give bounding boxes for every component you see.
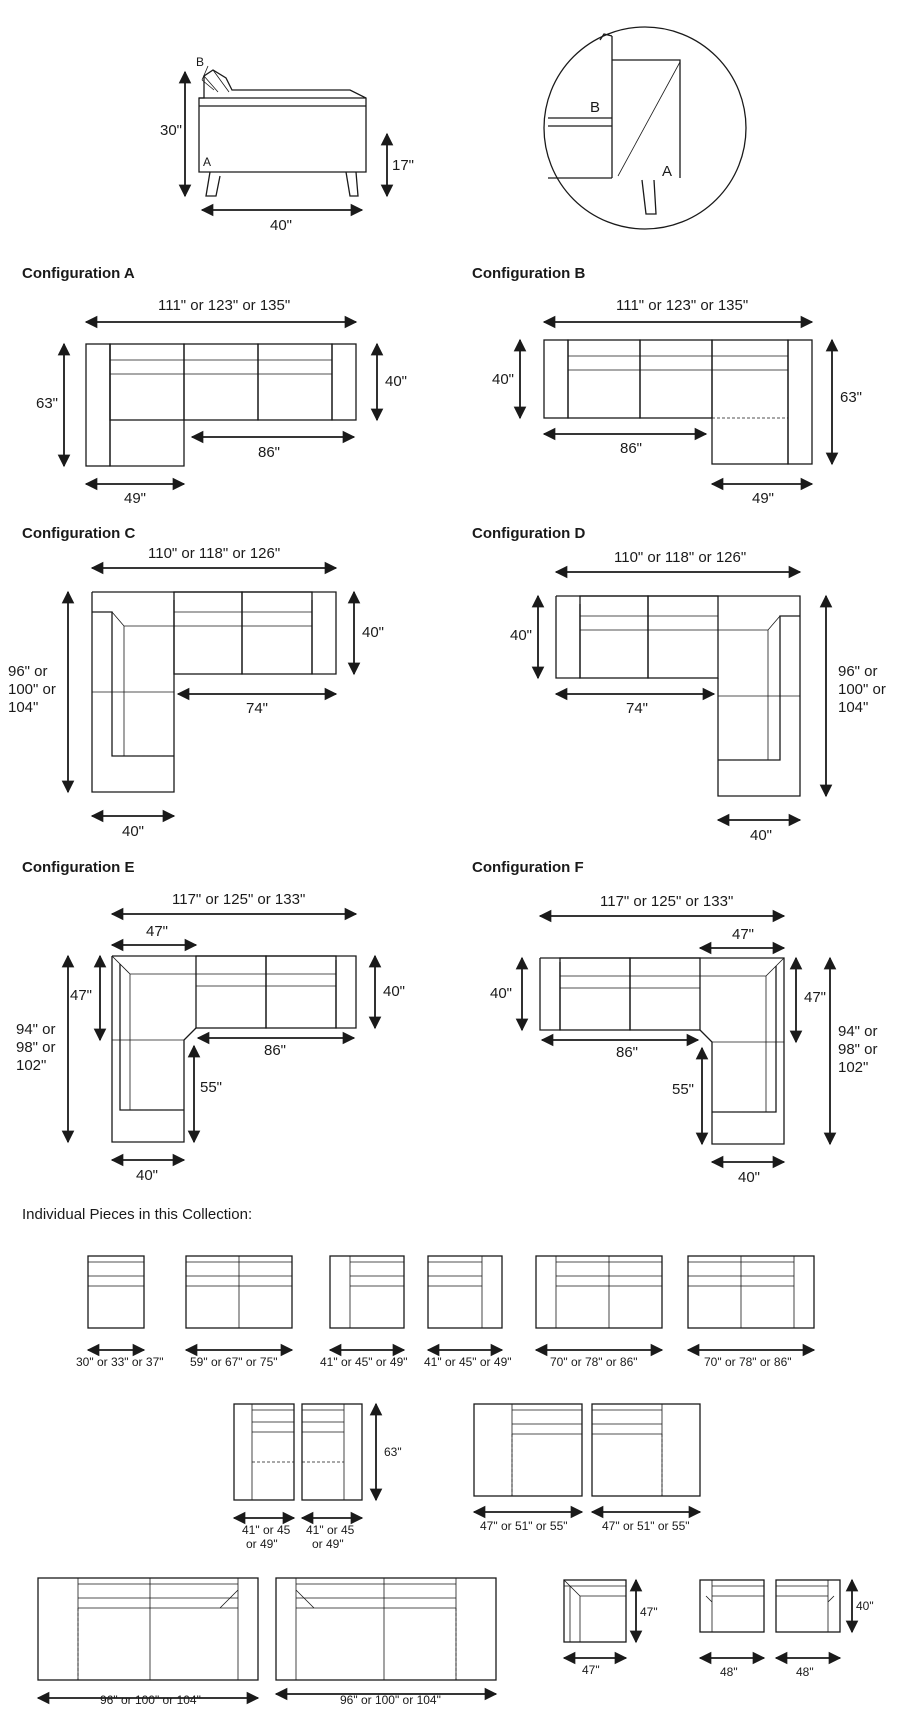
config-c-width: 110" or 118" or 126" <box>148 545 280 562</box>
chaise-right-width-l1: 41" or 45 <box>306 1523 355 1537</box>
config-e-length-l2: 98" or <box>16 1039 56 1056</box>
config-a-depth: 40" <box>385 373 407 390</box>
profile-height: 30" <box>160 122 182 139</box>
pieces-row-2: 41" or 45 or 49" 41" or 45 or 49" 63" 47… <box>232 1402 702 1551</box>
config-f-length-l2: 98" or <box>838 1041 878 1058</box>
config-d-length-l1: 96" or <box>838 663 878 680</box>
config-c-chaise-width: 40" <box>122 823 144 840</box>
config-c-sofa: 74" <box>246 700 268 717</box>
config-a-title: Configuration A <box>22 265 135 282</box>
config-b-chaise-width: 49" <box>752 490 774 507</box>
profile-seat-height: 17" <box>392 157 414 174</box>
piece-5-width: 70" or 78" or 86" <box>550 1355 638 1369</box>
side-profile: B A 30" 17" 40" <box>160 55 414 234</box>
config-c-title: Configuration C <box>22 525 135 542</box>
corner-depth: 47" <box>640 1605 658 1619</box>
config-d-length-l2: 100" or <box>838 681 886 698</box>
profile-depth: 40" <box>270 217 292 234</box>
piece-2-width: 59" or 67" or 75" <box>190 1355 278 1369</box>
detail-label-a: A <box>662 163 672 180</box>
config-b-chaise-length: 63" <box>840 389 862 406</box>
sofa-left-width: 96" or 100" or 104" <box>100 1693 201 1707</box>
config-e-width: 117" or 125" or 133" <box>172 891 305 908</box>
config-b-depth: 40" <box>492 371 514 388</box>
chaise-right-width-l2: or 49" <box>312 1537 344 1551</box>
config-f-chaise-width: 40" <box>738 1169 760 1186</box>
config-e-depth: 40" <box>383 983 405 1000</box>
config-d-depth: 40" <box>510 627 532 644</box>
profile-label-a: A <box>203 155 211 169</box>
piece-3-width: 41" or 45" or 49" <box>320 1355 408 1369</box>
config-c-length-l1: 96" or <box>8 663 48 680</box>
config-d: Configuration D 110" or 118" or 126" 40"… <box>472 525 886 844</box>
profile-label-b: B <box>196 55 204 69</box>
corner-width: 47" <box>582 1663 600 1677</box>
config-d-width: 110" or 118" or 126" <box>614 549 746 566</box>
detail-label-b: B <box>590 99 600 116</box>
config-d-title: Configuration D <box>472 525 585 542</box>
chaise-height: 63" <box>384 1445 402 1459</box>
config-e-sofa: 86" <box>264 1042 286 1059</box>
chair-left-width: 48" <box>720 1665 738 1679</box>
config-c-depth: 40" <box>362 624 384 641</box>
chaise-left-width-l2: or 49" <box>246 1537 278 1551</box>
config-c: Configuration C 110" or 118" or 126" 96"… <box>8 525 384 840</box>
config-f-corner: 47" <box>732 926 754 943</box>
chair-right-width: 48" <box>796 1665 814 1679</box>
config-e: Configuration E 117" or 125" or 133" 47"… <box>16 859 405 1184</box>
chaise-left-width-l1: 41" or 45 <box>242 1523 291 1537</box>
config-b: Configuration B 111" or 123" or 135" 40"… <box>472 265 862 507</box>
piece-6-width: 70" or 78" or 86" <box>704 1355 792 1369</box>
config-e-corner: 47" <box>146 923 168 940</box>
config-c-length-l3: 104" <box>8 699 38 716</box>
config-f-chaise-len: 55" <box>672 1081 694 1098</box>
config-f-length-l3: 102" <box>838 1059 868 1076</box>
pieces-intro: Individual Pieces in this Collection: <box>22 1206 252 1223</box>
config-a: Configuration A 111" or 123" or 135" 63"… <box>22 265 407 507</box>
config-d-chaise-width: 40" <box>750 827 772 844</box>
config-e-chaise-len: 55" <box>200 1079 222 1096</box>
armchair-left-width: 47" or 51" or 55" <box>480 1519 568 1533</box>
config-f: Configuration F 117" or 125" or 133" 47"… <box>472 859 878 1186</box>
pieces-row-1: 30" or 33" or 37" 59" or 67" or 75" 41" … <box>76 1255 816 1369</box>
config-f-sofa: 86" <box>616 1044 638 1061</box>
config-a-width: 111" or 123" or 135" <box>158 297 290 314</box>
config-e-length-l3: 102" <box>16 1057 46 1074</box>
config-e-chaise-width: 40" <box>136 1167 158 1184</box>
pieces-row-3: 96" or 100" or 104" 96" or 100" or 104" … <box>36 1577 874 1707</box>
config-f-length-l1: 94" or <box>838 1023 878 1040</box>
config-b-width: 111" or 123" or 135" <box>616 297 748 314</box>
config-e-corner-depth: 47" <box>70 987 92 1004</box>
config-a-chaise-length: 63" <box>36 395 58 412</box>
config-f-title: Configuration F <box>472 859 584 876</box>
config-c-length-l2: 100" or <box>8 681 56 698</box>
config-b-sofa: 86" <box>620 440 642 457</box>
piece-1-width: 30" or 33" or 37" <box>76 1355 164 1369</box>
config-f-width: 117" or 125" or 133" <box>600 893 733 910</box>
config-a-chaise-width: 49" <box>124 490 146 507</box>
config-e-title: Configuration E <box>22 859 135 876</box>
armchair-right-width: 47" or 51" or 55" <box>602 1519 690 1533</box>
detail-circle: B A <box>543 26 747 230</box>
config-d-sofa: 74" <box>626 700 648 717</box>
chair-depth: 40" <box>856 1599 874 1613</box>
config-b-title: Configuration B <box>472 265 585 282</box>
config-d-length-l3: 104" <box>838 699 868 716</box>
config-f-corner-depth: 47" <box>804 989 826 1006</box>
sofa-right-width: 96" or 100" or 104" <box>340 1693 441 1707</box>
config-e-length-l1: 94" or <box>16 1021 56 1038</box>
piece-4-width: 41" or 45" or 49" <box>424 1355 512 1369</box>
config-a-sofa: 86" <box>258 444 280 461</box>
config-f-depth: 40" <box>490 985 512 1002</box>
